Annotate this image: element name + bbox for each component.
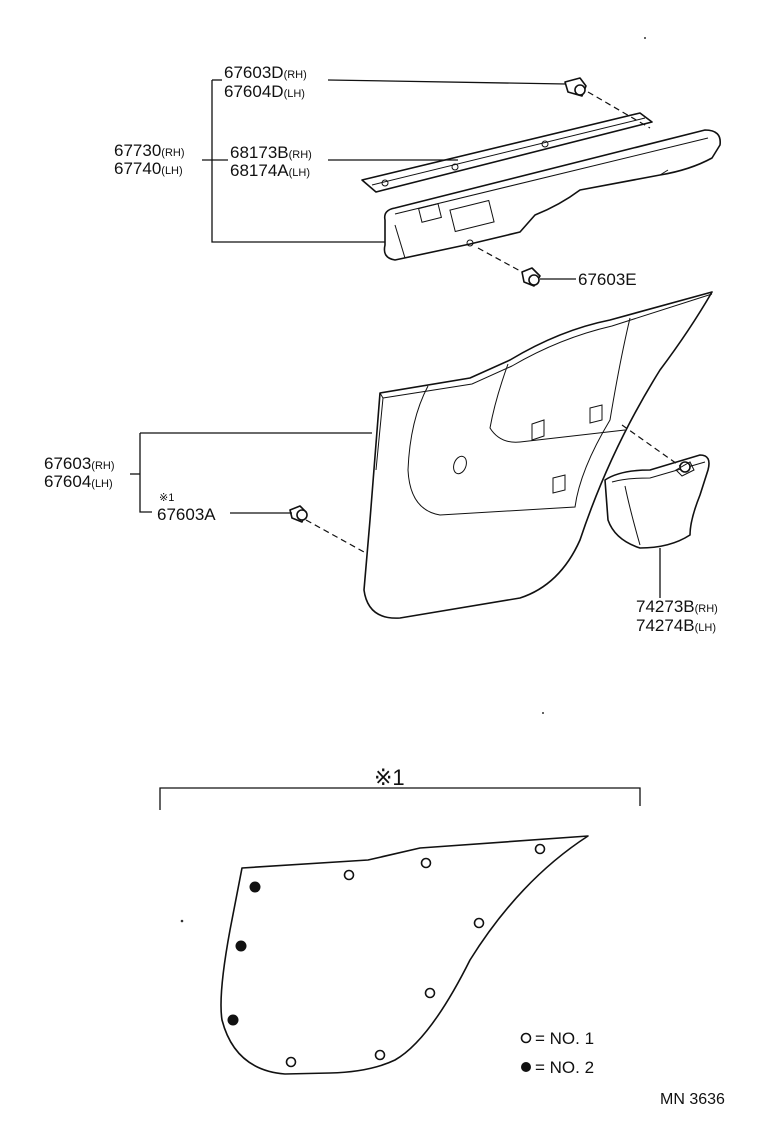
clip-no1-marker (374, 1049, 386, 1061)
clip-positions (227, 843, 546, 1068)
clip-67603E (521, 267, 541, 287)
leader-67603D (327, 79, 567, 85)
clip-no2-marker (249, 881, 261, 893)
clip-no1-marker (473, 917, 485, 929)
label-67603A: 67603A (157, 505, 216, 524)
label-67604D: 67604D(LH) (224, 82, 305, 101)
armrest-panel-67730 (383, 129, 722, 261)
legend-no1-label: = NO. 1 (535, 1029, 594, 1048)
clip-67603E-leader-dash (477, 247, 523, 273)
clip-67603D-leader-dash (587, 91, 651, 129)
legend-no2-icon (521, 1062, 531, 1072)
label-74274B: 74274B(LH) (636, 616, 716, 635)
label-ref-1: ※1 (159, 492, 174, 504)
clip-67603A-leader-dash (305, 519, 365, 553)
label-67603D: 67603D(RH) (224, 63, 307, 82)
legend-no2-label: = NO. 2 (535, 1058, 594, 1077)
clip-no1-marker (343, 869, 355, 881)
clip-no1-marker (424, 987, 436, 999)
label-68173B: 68173B(RH) (230, 143, 312, 162)
label-68174A: 68174A(LH) (230, 161, 310, 180)
label-67603: 67603(RH) (44, 454, 115, 473)
door-pocket-74273B (604, 454, 710, 549)
figure-code: MN 3636 (660, 1091, 725, 1108)
legend: = NO. 1 = NO. 2 (520, 1029, 594, 1077)
pocket-leader-dash (621, 424, 681, 467)
trim-rail-68173B (361, 112, 653, 193)
label-67603E: 67603E (578, 270, 637, 289)
clip-no2-marker (227, 1014, 239, 1026)
clip-no1-marker (534, 843, 546, 855)
label-67604: 67604(LH) (44, 472, 113, 491)
bracket-67730 (211, 80, 385, 243)
legend-no1-icon (520, 1032, 532, 1044)
bracket-67603 (139, 433, 152, 513)
clip-67603D (564, 77, 587, 97)
detail-title: ※1 (374, 765, 405, 790)
label-67740: 67740(LH) (114, 159, 183, 178)
label-67730: 67730(RH) (114, 141, 185, 160)
label-74273B: 74273B(RH) (636, 597, 718, 616)
detail-panel-outline (220, 835, 589, 1075)
door-trim-panel-67603 (363, 291, 713, 619)
clip-67603A (289, 505, 308, 523)
detail-bracket (159, 787, 641, 810)
clip-no2-marker (235, 940, 247, 952)
clip-no1-marker (285, 1056, 297, 1068)
clip-no1-marker (420, 857, 432, 869)
